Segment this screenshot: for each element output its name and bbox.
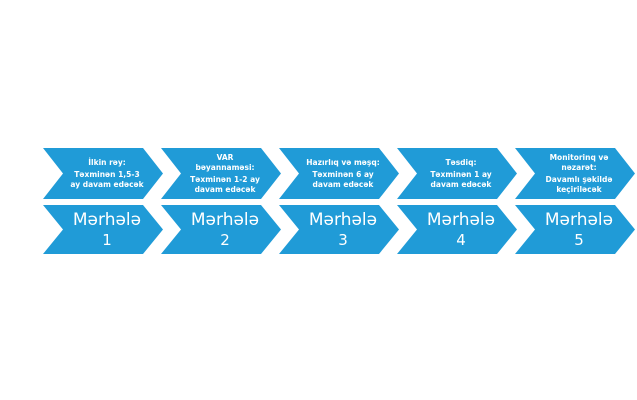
stage-2-desc-body-line: Təxminən 1-2 ay — [190, 175, 260, 184]
stage-3-desc-body-line: davam edəcək — [312, 179, 374, 189]
stage-column-5: Monitorinq və nəzarət: Davamlı şəkildə k… — [515, 148, 635, 254]
stage-3-desc-header-line: Hazırlıq və məşq: — [306, 157, 380, 167]
stage-2-word: Mərhələ — [190, 210, 260, 230]
stage-1-desc-body-line: Təxminən 1,5-3 — [74, 170, 140, 180]
stage-1-label-chevron: Mərhələ 1 — [43, 205, 163, 254]
stage-2-label-chevron: Mərhələ 2 — [161, 205, 281, 254]
stage-column-1: İlkin rəy: Təxminən 1,5-3 ay davam edəcə… — [43, 148, 163, 254]
stage-5-description-chevron: Monitorinq və nəzarət: Davamlı şəkildə k… — [515, 148, 635, 199]
stage-4-number: 4 — [456, 231, 466, 249]
stage-4-desc-header-line: Təsdiq: — [445, 157, 477, 167]
stage-5-number: 5 — [574, 231, 584, 249]
stage-1-desc-header-line: İlkin rəy: — [88, 157, 126, 167]
stage-3-desc-body-line: Təxminən 6 ay — [312, 170, 374, 180]
stage-4-label-chevron: Mərhələ 4 — [397, 205, 517, 254]
stage-5-desc-body-line: keçiriləcək — [556, 184, 602, 194]
stage-3-number: 3 — [338, 231, 348, 249]
stage-1-number: 1 — [102, 231, 112, 249]
stage-column-3: Hazırlıq və məşq: Təxminən 6 ay davam ed… — [279, 148, 399, 254]
stage-2-desc-body-line: davam edəcək — [194, 184, 256, 194]
stage-column-4: Təsdiq: Təxminən 1 ay davam edəcək Mərhə… — [397, 148, 517, 254]
stage-1-desc-body-line: ay davam edəcək — [70, 179, 144, 189]
stage-5-label-chevron: Mərhələ 5 — [515, 205, 635, 254]
stage-2-desc-header-line: bəyannaməsi: — [195, 162, 255, 172]
stage-5-desc-header-line: nəzarət: — [561, 162, 597, 172]
stage-4-desc-body-line: Təxminən 1 ay — [430, 170, 492, 180]
stage-3-word: Mərhələ — [308, 210, 378, 230]
stage-5-desc-body-line: Davamlı şəkildə — [545, 175, 613, 184]
stage-column-2: VAR bəyannaməsi: Təxminən 1-2 ay davam e… — [161, 148, 281, 254]
stage-3-label-chevron: Mərhələ 3 — [279, 205, 399, 254]
chevron-process-band: İlkin rəy: Təxminən 1,5-3 ay davam edəcə… — [43, 148, 633, 254]
stage-1-description-chevron: İlkin rəy: Təxminən 1,5-3 ay davam edəcə… — [43, 148, 163, 199]
stage-4-description-chevron: Təsdiq: Təxminən 1 ay davam edəcək — [397, 148, 517, 199]
stage-2-desc-header-line: VAR — [216, 153, 234, 162]
stage-2-number: 2 — [220, 231, 230, 249]
stage-3-description-chevron: Hazırlıq və məşq: Təxminən 6 ay davam ed… — [279, 148, 399, 199]
stage-5-word: Mərhələ — [544, 210, 614, 230]
stage-1-word: Mərhələ — [72, 210, 142, 230]
stage-2-description-chevron: VAR bəyannaməsi: Təxminən 1-2 ay davam e… — [161, 148, 281, 199]
stage-4-word: Mərhələ — [426, 210, 496, 230]
stage-5-desc-header-line: Monitorinq və — [549, 153, 609, 162]
stage-4-desc-body-line: davam edəcək — [430, 179, 492, 189]
